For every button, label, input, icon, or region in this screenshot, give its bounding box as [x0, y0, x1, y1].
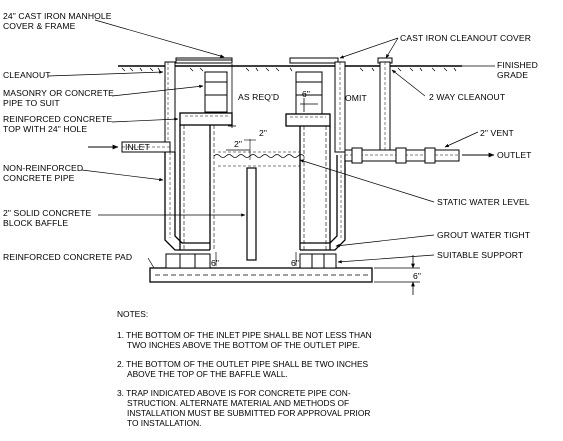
right-chamber [285, 61, 346, 251]
water-level-line [213, 154, 305, 158]
two-way-cleanout-label: 2 WAY CLEANOUT [429, 92, 506, 102]
six-inch-top-label: 6" [302, 89, 311, 99]
six-inch-right-label: 6" [413, 271, 422, 281]
static-water-label: STATIC WATER LEVEL [437, 197, 530, 207]
manhole-cover-label-2: COVER & FRAME [3, 21, 76, 31]
manhole-cover-label: 24" CAST IRON MANHOLE [3, 11, 112, 21]
outlet-label: OUTLET [497, 150, 532, 160]
support-dims [215, 252, 297, 266]
finished-grade-label: FINISHED [497, 60, 538, 70]
note-3-line-3: INSTALLATION MUST BE SUBMITTED FOR APPRO… [127, 408, 371, 418]
omit-label: OMIT [345, 93, 367, 103]
non-reinforced-label-2: CONCRETE PIPE [3, 173, 75, 183]
note-3-line-1: 3. TRAP INDICATED ABOVE IS FOR CONCRETE … [117, 388, 351, 398]
non-reinforced-label: NON-REINFORCED [3, 163, 84, 173]
as-reqd-label: AS REQ'D [238, 92, 280, 102]
cleanout-label: CLEANOUT [3, 70, 51, 80]
baffle-label-2: BLOCK BAFFLE [3, 218, 69, 228]
inlet-pipe [121, 141, 171, 153]
note-1-line-1: 1. THE BOTTOM OF THE INLET PIPE SHALL BE… [117, 330, 372, 340]
support-label: SUITABLE SUPPORT [437, 250, 524, 260]
inlet-label: INLET [125, 142, 150, 152]
grout-label: GROUT WATER TIGHT [437, 230, 531, 240]
six-inch-mid-label: 6" [291, 258, 300, 268]
cleanout-cover-label: CAST IRON CLEANOUT COVER [400, 33, 532, 43]
pad-thickness-dim [374, 255, 420, 295]
two-way-cleanout-pipe [379, 61, 391, 151]
pad-label: REINFORCED CONCRETE PAD [3, 252, 133, 262]
note-3-line-4: TO INSTALLATION. [127, 418, 202, 428]
baffle-label: 2" SOLID CONCRETE [3, 208, 92, 218]
note-2-line-2: ABOVE THE TOP OF THE BAFFLE WALL. [127, 369, 288, 379]
note-2-line-1: 2. THE BOTTOM OF THE OUTLET PIPE SHALL B… [117, 359, 369, 369]
two-inch-water-label: 2" [234, 139, 243, 149]
reinforced-top-label-2: TOP WITH 24" HOLE [3, 124, 88, 134]
note-3-line-2: STRUCTION. ALTERNATE MATERIAL AND METHOD… [127, 398, 350, 408]
two-inch-vent-label: 2" VENT [480, 128, 514, 138]
concrete-pad [149, 267, 373, 283]
finished-grade-label-2: GRADE [497, 70, 529, 80]
outlet-pipe [344, 147, 460, 164]
supports [165, 253, 337, 269]
masonry-label-2: PIPE TO SUIT [3, 98, 60, 108]
reinforced-top-label: REINFORCED CONCRETE [3, 114, 113, 124]
two-inch-mid-label: 2" [259, 128, 268, 138]
masonry-label: MASONRY OR CONCRETE [3, 88, 114, 98]
leader-lines [47, 19, 495, 269]
note-1-line-2: TWO INCHES ABOVE THE BOTTOM OF THE OUTLE… [127, 340, 360, 350]
manhole-cover [175, 57, 233, 64]
baffle-wall [246, 167, 257, 261]
six-inch-left-label: 6" [211, 258, 220, 268]
six-inch-top-dim [300, 98, 318, 112]
as-reqd-dimension [228, 64, 236, 128]
left-chamber [164, 61, 233, 251]
notes-heading: NOTES: [117, 309, 149, 319]
